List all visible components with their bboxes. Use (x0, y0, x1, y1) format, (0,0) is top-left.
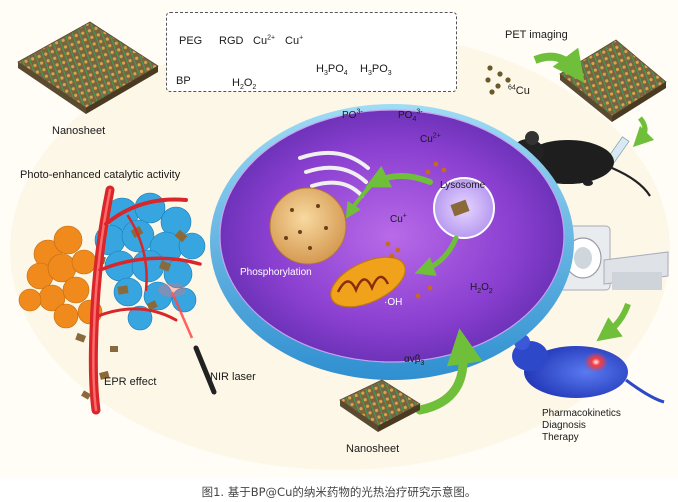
oh-label: ·OH (384, 298, 402, 308)
h2o2-cell-label: H2O2 (470, 283, 493, 293)
therapy-label: Therapy (542, 433, 579, 443)
legend-bp-label: BP (176, 76, 191, 87)
legend-h2o2-label: H2O2 (232, 78, 256, 89)
cu64-label: 64Cu (508, 86, 530, 97)
legend-peg-label: PEG (179, 36, 202, 47)
nanosheet-top-label: Nanosheet (52, 126, 105, 137)
legend-rgd-label: RGD (219, 36, 243, 47)
avb3-label: αvβ3 (404, 355, 424, 365)
pet-imaging-label: PET imaging (505, 30, 568, 41)
legend-h3po4-label: H3PO4 (316, 64, 348, 75)
nucleus-icon (270, 188, 346, 264)
figure-caption: 图1. 基于BP@Cu的纳米药物的光热治疗研究示意图。 (0, 484, 678, 500)
pharmacokinetics-label: Pharmacokinetics (542, 409, 621, 419)
po4-label: PO43- (398, 111, 423, 121)
legend-h3po3-label: H3PO3 (360, 64, 392, 75)
cu2-cell-label: Cu2+ (420, 135, 441, 145)
nanosheet-bottom-label: Nanosheet (346, 444, 399, 455)
diagnosis-label: Diagnosis (542, 421, 586, 431)
legend-cu2-label: Cu2+ (253, 36, 275, 47)
nir-laser-label: NIR laser (210, 372, 256, 383)
phosphorylation-label: Phosphorylation (240, 268, 312, 278)
legend-cu1-label: Cu+ (285, 36, 303, 47)
po3-label: PO3- (342, 111, 363, 121)
cu1-cell-label: Cu+ (390, 215, 407, 225)
epr-effect-label: EPR effect (104, 377, 156, 388)
photo-enhanced-label: Photo-enhanced catalytic activity (20, 170, 180, 181)
lysosome-label: Lysosome (440, 181, 485, 191)
cell-membrane (210, 104, 574, 380)
legend-box (166, 12, 457, 92)
